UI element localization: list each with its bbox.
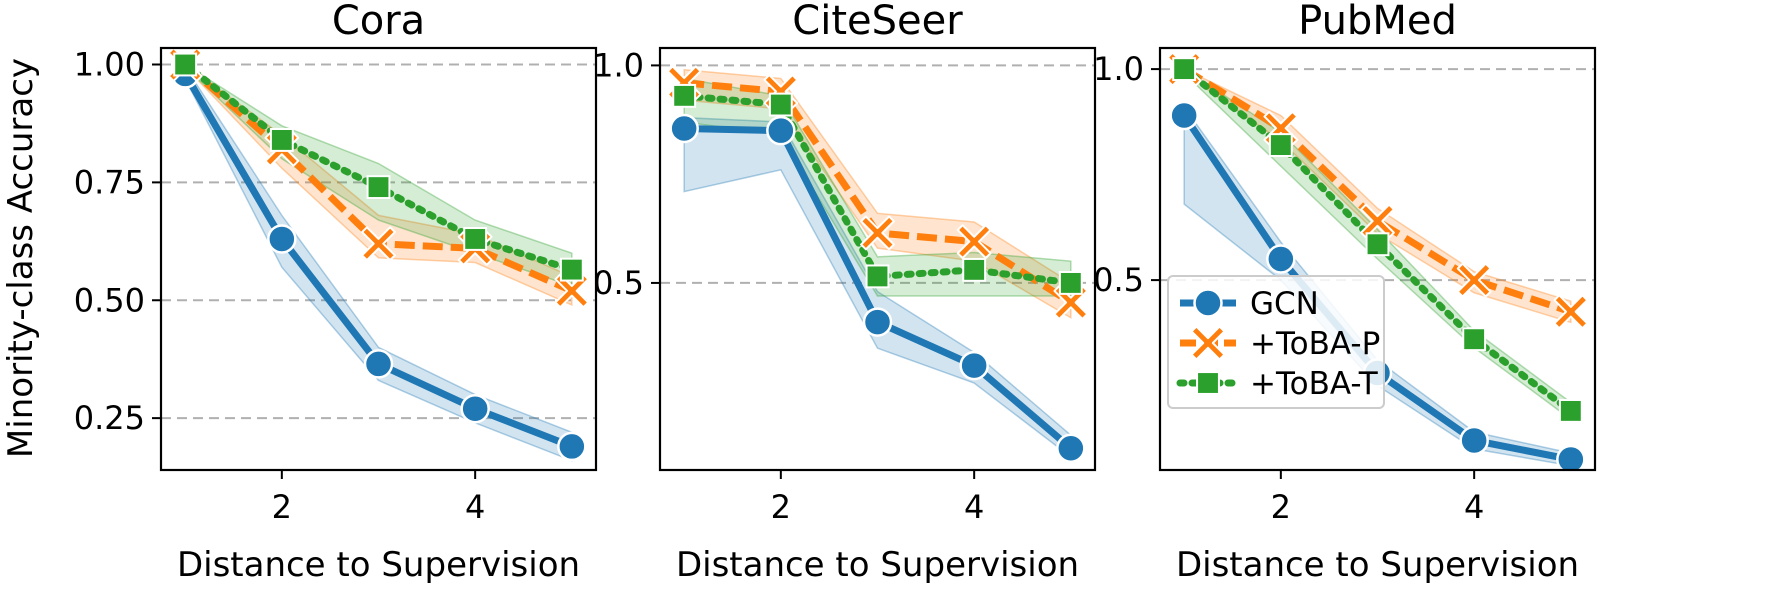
data-point-toba-p: [1456, 262, 1492, 298]
legend-label: +ToBA-T: [1250, 366, 1379, 402]
data-point-toba-t: [463, 227, 488, 251]
y-tick-label: 0.5: [593, 264, 644, 302]
y-tick-label: 1.00: [74, 46, 145, 84]
legend-item-gcn: GCN: [1180, 286, 1319, 322]
legend-marker: [1196, 371, 1220, 395]
data-point-toba-p: [554, 273, 590, 309]
data-point-toba-t: [269, 128, 294, 152]
data-point-toba-t: [1462, 327, 1487, 352]
data-point-gcn: [766, 115, 796, 146]
legend-label: +ToBA-P: [1250, 326, 1380, 362]
x-tick-label: 2: [272, 488, 292, 526]
y-tick-label: 0.50: [74, 281, 145, 319]
legend-item-toba-t: +ToBA-T: [1176, 366, 1379, 402]
y-tick-label: 1.0: [593, 46, 644, 84]
data-point-toba-p: [860, 215, 895, 251]
confidence-band-toba-p: [683, 68, 1072, 320]
y-tick-label: 1.0: [1093, 50, 1144, 88]
data-point-toba-t: [1058, 270, 1083, 295]
legend-label: GCN: [1250, 286, 1319, 322]
data-point-toba-t: [962, 257, 987, 282]
y-tick-label: 0.5: [1093, 261, 1144, 299]
data-point-toba-t: [768, 92, 793, 117]
data-point-gcn: [1169, 100, 1199, 131]
legend-marker: [1190, 325, 1226, 361]
data-point-toba-t: [559, 257, 584, 282]
data-point-toba-t: [1365, 232, 1390, 257]
x-axis-label: Distance to Supervision: [676, 545, 1079, 585]
plot-area: [167, 48, 590, 462]
data-point-gcn: [862, 307, 893, 337]
data-point-gcn: [1056, 433, 1086, 463]
data-point-toba-t: [1268, 133, 1293, 157]
legend: GCN +ToBA-P +ToBA-T: [1167, 275, 1385, 409]
y-axis-label: Minority-class Accuracy: [1, 58, 41, 458]
legend-marker: [1193, 288, 1223, 318]
data-point-toba-p: [1360, 203, 1395, 239]
x-tick-label: 4: [964, 488, 984, 526]
x-axis-label: Distance to Supervision: [177, 545, 580, 585]
data-point-toba-p: [1553, 294, 1589, 330]
data-point-gcn: [1266, 244, 1296, 274]
data-point-gcn: [669, 113, 699, 144]
series-line-toba-p: [1182, 66, 1572, 316]
data-point-toba-t: [1172, 57, 1197, 82]
data-point-gcn: [267, 224, 297, 254]
x-axis-label: Distance to Supervision: [1176, 545, 1579, 585]
legend-item-toba-p: +ToBA-P: [1180, 325, 1380, 362]
data-point-gcn: [1459, 425, 1489, 456]
data-point-gcn: [1556, 444, 1586, 470]
plot-frame: [658, 46, 1097, 472]
panel-title: Cora: [332, 0, 425, 44]
data-point-toba-t: [173, 52, 198, 77]
data-point-toba-t: [1558, 398, 1583, 423]
data-point-gcn: [959, 350, 989, 381]
y-tick-label: 0.75: [74, 163, 145, 201]
data-point-gcn: [460, 393, 490, 424]
data-point-toba-t: [865, 264, 890, 289]
y-tick-label: 0.25: [74, 399, 145, 437]
x-tick-label: 4: [1464, 488, 1484, 526]
data-point-toba-p: [361, 226, 396, 262]
panel-title: PubMed: [1298, 0, 1457, 44]
data-point-gcn: [557, 431, 587, 462]
plot-frame: [1158, 46, 1597, 472]
data-point-toba-t: [366, 175, 391, 200]
panel-title: CiteSeer: [792, 0, 963, 44]
x-tick-label: 2: [1271, 488, 1291, 526]
plot-area: [1166, 51, 1589, 470]
data-point-toba-t: [672, 83, 697, 108]
x-tick-label: 2: [771, 488, 791, 526]
data-point-gcn: [363, 349, 394, 379]
plot-area: [666, 65, 1089, 463]
plot-frame: [159, 46, 598, 472]
legend-box: [1167, 275, 1385, 409]
data-point-toba-p: [956, 224, 992, 259]
x-tick-label: 4: [465, 488, 485, 526]
